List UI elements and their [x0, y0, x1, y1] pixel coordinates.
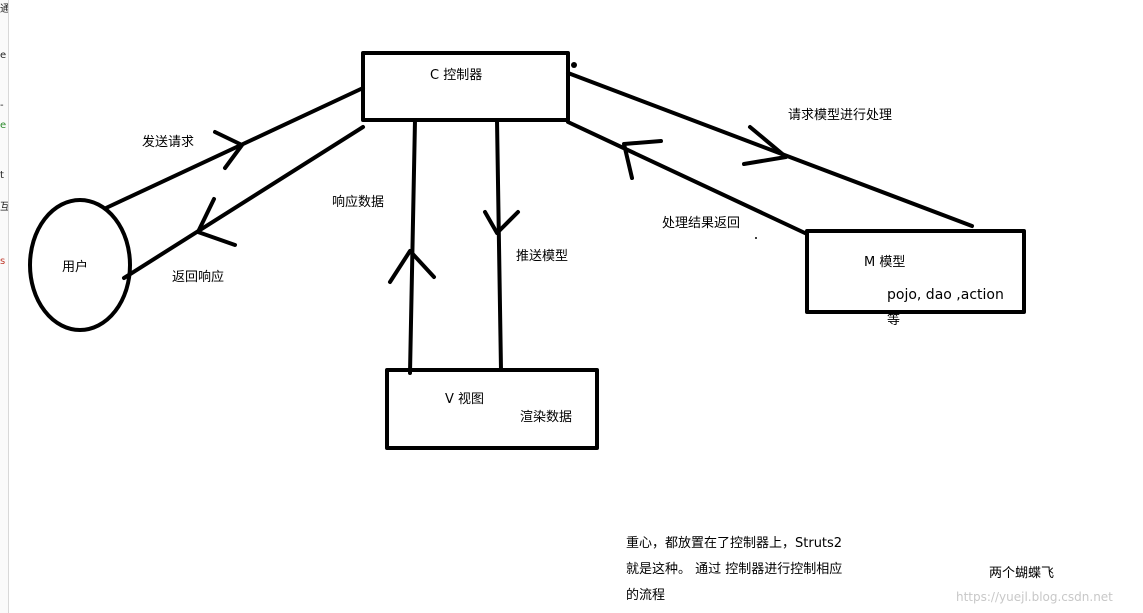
model-label: M 模型: [864, 255, 906, 270]
note-line: 就是这种。 通过 控制器进行控制相应: [626, 562, 843, 577]
push-model-line: [495, 118, 503, 372]
edge-fragment: 互: [0, 202, 9, 213]
request-model-line: [566, 71, 974, 228]
controller-label: C 控制器: [430, 68, 483, 83]
push-model-arrowhead: [483, 210, 520, 235]
return-result-arrowhead: [622, 139, 663, 180]
push-model-label: 推送模型: [516, 249, 569, 264]
signature-label: 两个蝴蝶飞: [989, 566, 1055, 581]
edge-fragment: t: [0, 170, 4, 181]
response-data-line: [408, 118, 417, 375]
response-data-label: 响应数据: [332, 195, 385, 210]
return-response-line: [122, 125, 365, 280]
edge-fragment: e: [0, 50, 7, 61]
model-detail-label: pojo, dao ,action: [887, 287, 1004, 303]
return-result-line: [566, 120, 809, 236]
return-response-label: 返回响应: [172, 270, 225, 285]
user-ellipse: [28, 198, 132, 332]
controller-box: [361, 51, 570, 122]
user-label: 用户: [62, 260, 89, 275]
watermark: https://yuejl.blog.csdn.net: [956, 590, 1113, 604]
response-data-arrowhead: [388, 249, 436, 284]
note-line: 重心，都放置在了控制器上，Struts2: [626, 536, 843, 551]
model-detail-label: 等: [887, 313, 901, 328]
edge-fragment: e: [0, 120, 7, 131]
request-model-label: 请求模型进行处理: [788, 108, 893, 123]
return-result-label: 处理结果返回: [662, 216, 741, 231]
send-request-label: 发送请求: [142, 135, 195, 150]
send-request-arrowhead: [213, 130, 244, 170]
pen-dot: [571, 62, 577, 68]
model-box: [805, 229, 1026, 314]
edge-fragment: -: [0, 100, 4, 111]
request-model-arrowhead: [742, 125, 788, 166]
view-detail-label: 渲染数据: [520, 410, 573, 425]
return-response-arrowhead: [196, 197, 237, 247]
view-label: V 视图: [445, 392, 485, 407]
pen-dot: [755, 237, 757, 239]
send-request-line: [104, 86, 365, 210]
left-edge-strip: 通 e - e t 互 s: [0, 0, 9, 613]
edge-fragment: s: [0, 256, 6, 267]
edge-fragment: 通: [0, 4, 9, 15]
view-box: [385, 368, 599, 450]
note-line: 的流程: [626, 588, 666, 603]
